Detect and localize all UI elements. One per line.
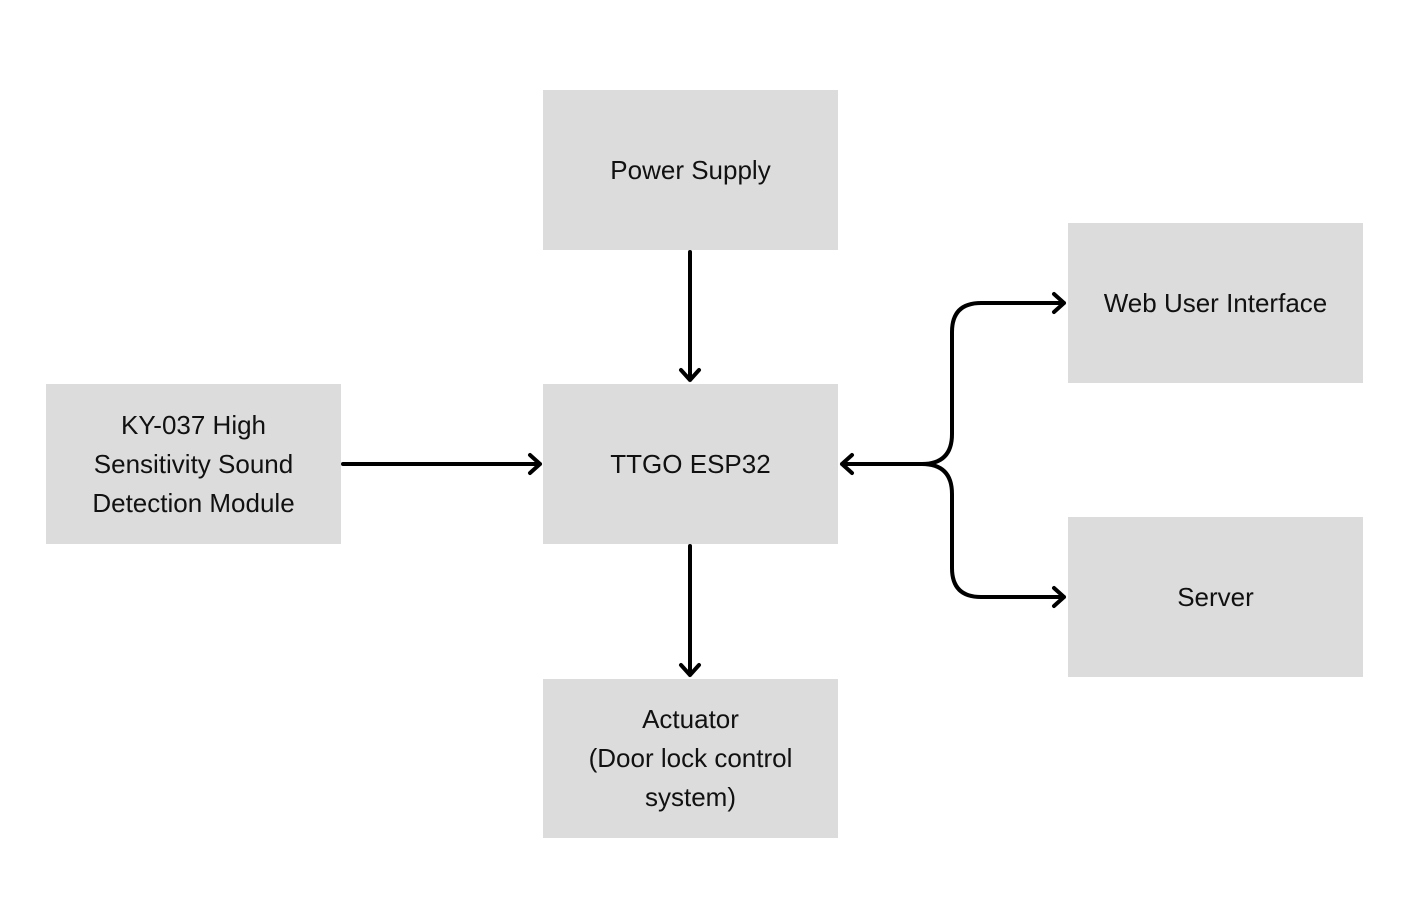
sound-sensor-label: KY-037 High Sensitivity Sound Detection … <box>92 409 295 518</box>
sound-sensor-block: KY-037 High Sensitivity Sound Detection … <box>46 384 341 544</box>
web-user-interface-label: Web User Interface <box>1103 287 1328 318</box>
power-supply-label: Power Supply <box>610 154 771 185</box>
actuator-label: Actuator (Door lock control system) <box>588 704 793 812</box>
arrow-sensor-to-esp32 <box>341 453 542 475</box>
web-user-interface-block: Web User Interface <box>1068 223 1363 383</box>
power-supply-block: Power Supply <box>543 90 838 250</box>
server-label: Server <box>1177 581 1254 612</box>
ttgo-esp32-block: TTGO ESP32 <box>543 384 838 544</box>
server-block: Server <box>1068 517 1363 677</box>
actuator-block: Actuator (Door lock control system) <box>543 679 838 838</box>
ttgo-esp32-label: TTGO ESP32 <box>610 448 771 479</box>
bidirectional-branch-connector <box>840 292 1066 608</box>
arrow-power-to-esp32 <box>679 250 701 382</box>
arrow-esp32-to-actuator <box>679 544 701 677</box>
